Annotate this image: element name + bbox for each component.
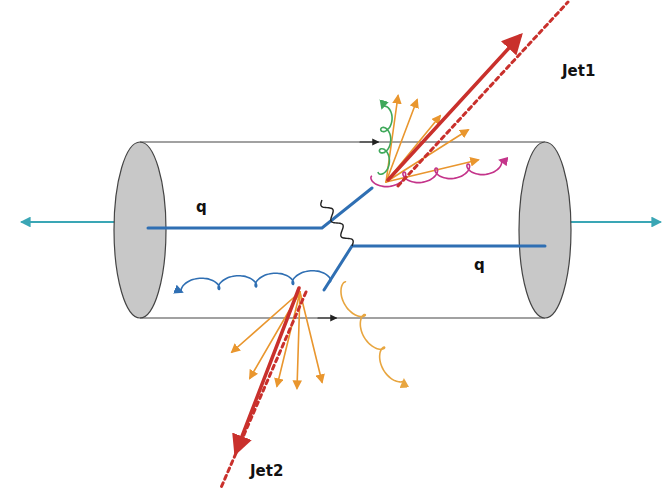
detector-cylinder: [140, 142, 545, 318]
gluon-radiation: [371, 160, 502, 187]
hadron-track: [232, 292, 300, 352]
jet-axis: [398, 2, 568, 186]
quark-line: [148, 188, 372, 228]
jet-arrow: [388, 36, 520, 180]
jet-label: Jet2: [250, 464, 283, 479]
direction-arrow: [360, 141, 378, 142]
quark-label: q: [196, 200, 207, 215]
hadron-track: [300, 292, 322, 382]
gluon-radiation: [378, 106, 392, 174]
photon-line: [321, 200, 353, 246]
beam-cap: [114, 142, 166, 318]
quark-label: q: [474, 258, 485, 273]
gluon-radiation: [181, 271, 331, 292]
jet-arrow: [236, 288, 299, 452]
direction-arrow: [318, 317, 336, 318]
jet-label: Jet1: [562, 64, 595, 79]
quark-line: [324, 246, 545, 290]
jet-axis: [220, 292, 306, 490]
gluon-radiation: [341, 282, 404, 382]
beam-cap: [519, 142, 571, 318]
